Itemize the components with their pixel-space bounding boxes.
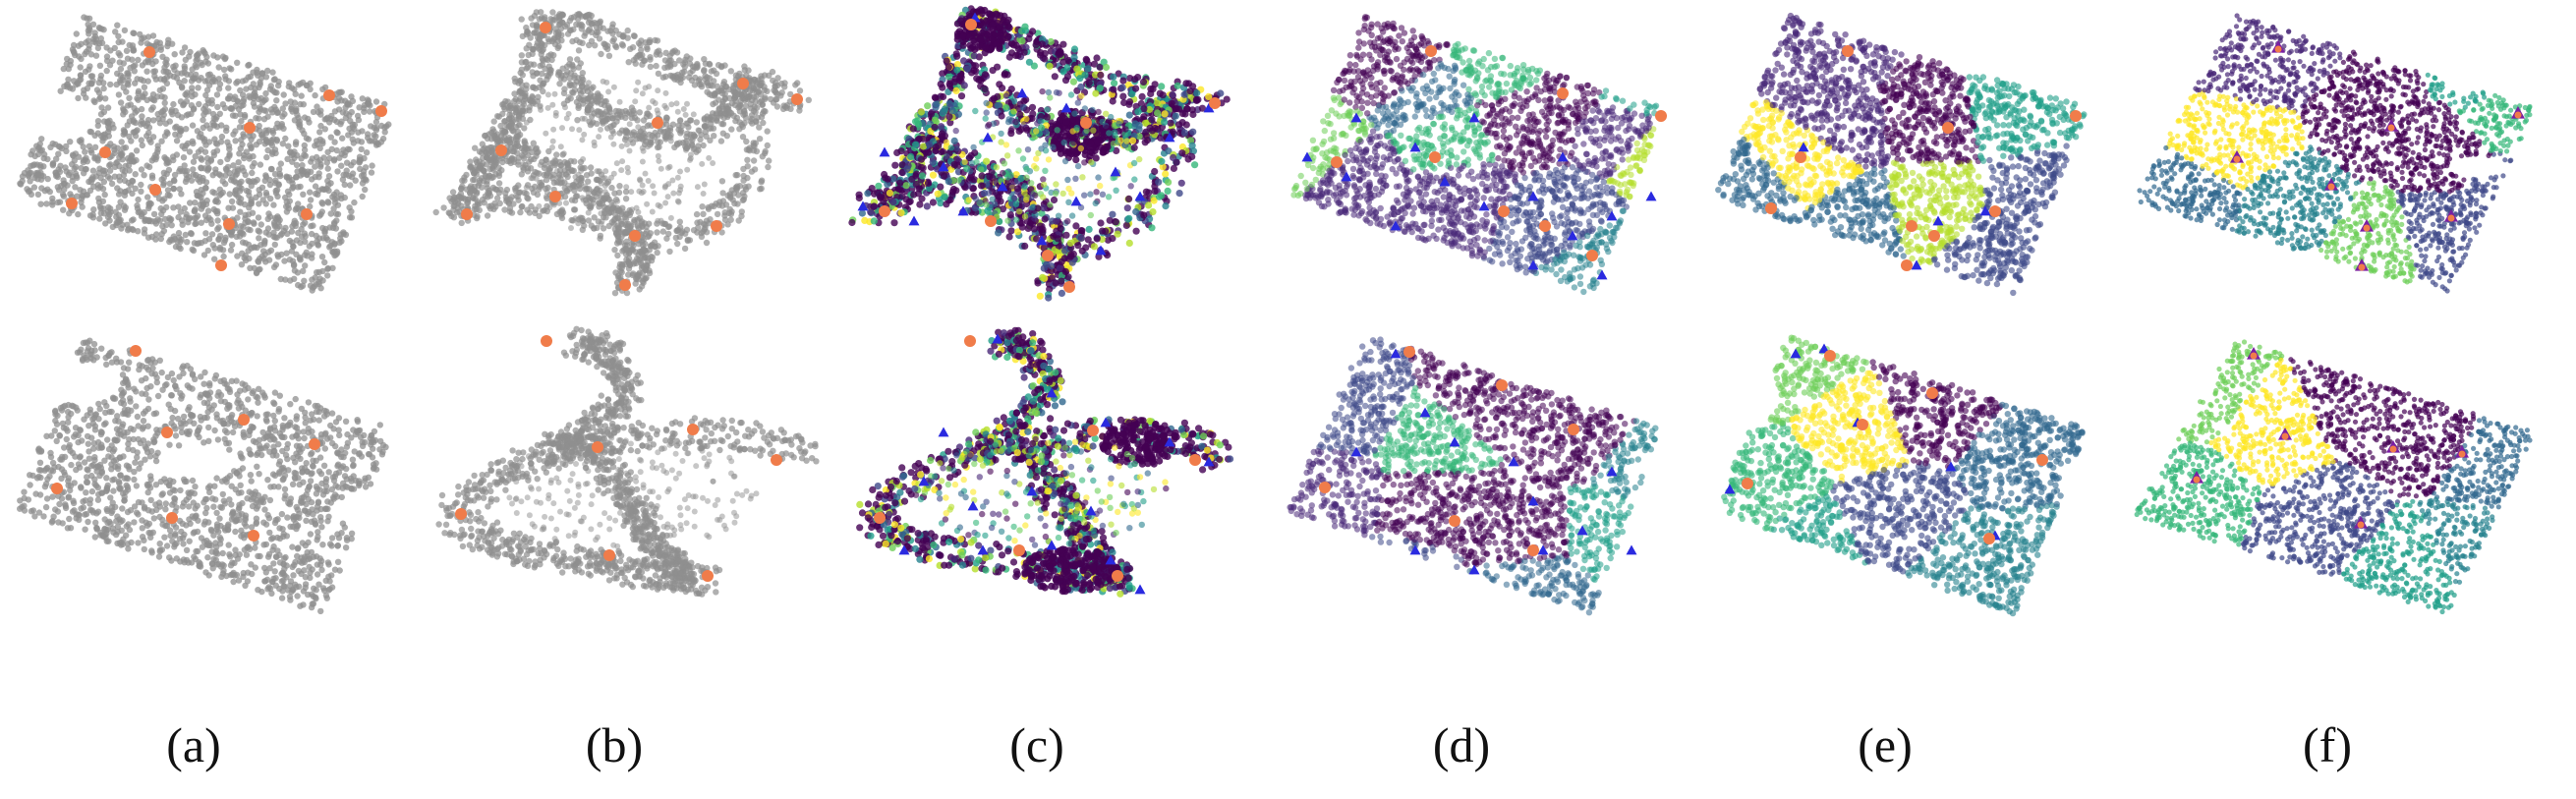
panel-label-b: (b): [586, 717, 643, 772]
panel-label-f: (f): [2303, 717, 2352, 772]
panel-f-plots: [2134, 13, 2533, 615]
panel-d-plots: [1287, 14, 1667, 616]
panel-b-plots: [432, 9, 820, 598]
panel-labels: (a) (b) (c) (d) (e) (f): [166, 717, 2352, 772]
panel-label-d: (d): [1433, 717, 1490, 772]
panel-a-plots: [17, 14, 392, 615]
panel-c-plots: [848, 5, 1234, 598]
panel-label-c: (c): [1009, 717, 1064, 772]
point-cloud-panels: [17, 5, 2533, 617]
panel-e-plots: [1715, 12, 2088, 617]
panel-label-e: (e): [1858, 717, 1913, 772]
panel-label-a: (a): [166, 717, 221, 772]
